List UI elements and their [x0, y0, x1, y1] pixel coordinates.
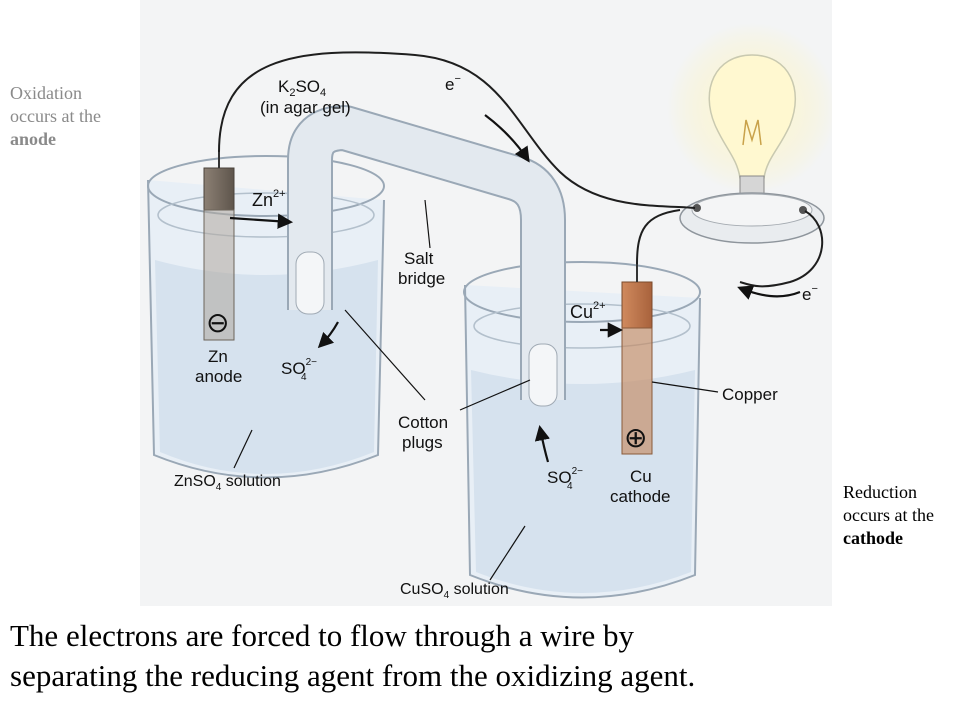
electron-label-top: e−	[445, 73, 461, 94]
galvanic-cell-diagram: K2SO4 (in agar gel) e− e− Zn2+ Cu2+ Salt…	[140, 0, 832, 606]
cotton-plug-right	[528, 343, 558, 407]
oxidation-note: Oxidation occurs at the anode	[10, 82, 101, 151]
caption-line1: The electrons are forced to flow through…	[10, 618, 635, 653]
zn-label: Zn	[208, 347, 228, 366]
external-wire	[218, 51, 696, 209]
so4-label-right: SO2−4	[547, 466, 583, 492]
reduction-note-line1: Reduction	[843, 482, 917, 502]
zinc-minus-sign: ⊖	[206, 307, 229, 338]
cu-label: Cu	[630, 467, 652, 486]
caption-line2: separating the reducing agent from the o…	[10, 658, 696, 693]
bridge-label: bridge	[398, 269, 445, 288]
electron-label-right: e−	[802, 283, 818, 304]
copper-label: Copper	[722, 385, 778, 404]
agar-label: (in agar gel)	[260, 98, 351, 117]
plugs-label: plugs	[402, 433, 443, 452]
caption: The electrons are forced to flow through…	[10, 616, 955, 696]
zn-ion-label: Zn2+	[252, 188, 286, 210]
cuso4-leader	[489, 525, 526, 581]
salt-bridge-leader	[424, 199, 431, 249]
so4-left-arrow	[317, 321, 339, 349]
k2so4-label: K2SO4	[278, 77, 326, 99]
znso4-label: ZnSO4 solution	[174, 473, 281, 493]
copper-leader	[651, 381, 719, 393]
zinc-electrode	[203, 150, 235, 341]
electron-arrow-top	[484, 114, 530, 163]
oxidation-note-line3: anode	[10, 129, 57, 149]
reduction-note-line2: occurs at the	[843, 505, 934, 525]
oxidation-note-line1: Oxidation	[10, 83, 82, 103]
electron-arrow-right	[737, 285, 801, 300]
external-wire-right	[739, 210, 824, 288]
oxidation-note-line2: occurs at the	[10, 106, 101, 126]
external-wire-return	[636, 209, 681, 265]
anode-label: anode	[195, 367, 242, 386]
cotton-leader-right	[459, 379, 531, 411]
reduction-note-line3: cathode	[843, 528, 903, 548]
salt-bridge	[287, 105, 566, 407]
zn-ion-arrow	[229, 213, 294, 229]
light-bulb	[667, 23, 832, 244]
cotton-label: Cotton	[398, 413, 448, 432]
cuso4-label: CuSO4 solution	[400, 581, 509, 601]
salt-label: Salt	[404, 249, 434, 268]
znso4-leader	[233, 429, 253, 469]
cotton-plug-left	[295, 251, 325, 315]
reduction-note: Reduction occurs at the cathode	[843, 481, 934, 550]
copper-plus-sign: ⊕	[624, 422, 647, 453]
so4-right-arrow	[534, 424, 550, 463]
so4-label-left: SO2−4	[281, 357, 317, 383]
cotton-leader-left	[344, 309, 426, 401]
copper-electrode	[621, 262, 653, 455]
cu-ion-label: Cu2+	[570, 300, 606, 322]
cathode-label: cathode	[610, 487, 671, 506]
